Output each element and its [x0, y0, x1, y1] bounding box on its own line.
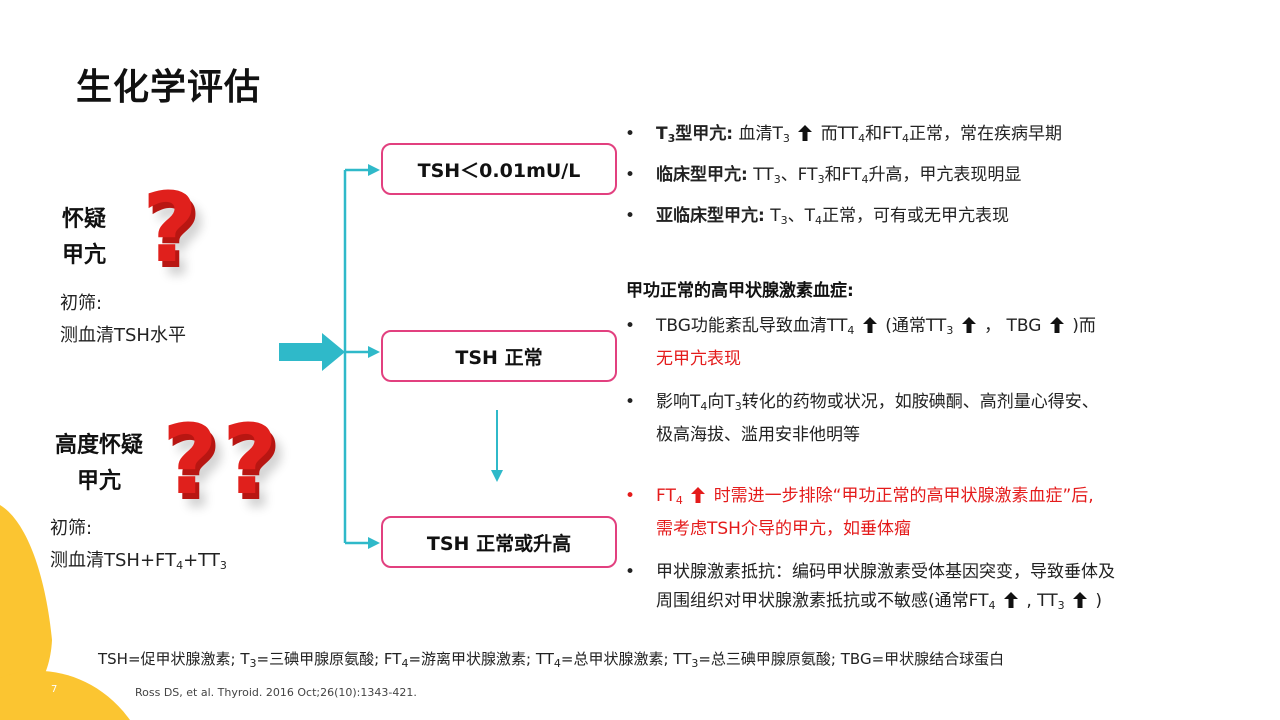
- arrow-up-icon: [862, 317, 877, 333]
- suspect-screening: 初筛: 测血清TSH水平: [60, 293, 186, 346]
- high-suspect-label: 高度怀疑 甲亢: [54, 433, 143, 494]
- list-item: 临床型甲亢: TT3、FT3和FT4升高，甲亢表现明显: [622, 157, 1062, 198]
- suspect-label: 怀疑 甲亢: [62, 207, 107, 268]
- list-item: FT4 时需进一步排除“甲功正常的高甲状腺激素血症”后, 需考虑TSH介导的甲亢…: [622, 482, 1115, 544]
- list-item: 亚临床型甲亢: T3、T4正常，可有或无甲亢表现: [622, 198, 1062, 239]
- arrow-up-icon: [798, 125, 813, 141]
- arrow-up-icon: [1049, 317, 1064, 333]
- high-suspect-screening: 初筛: 测血清TSH+FT4+TT3: [50, 518, 227, 572]
- tsh-normal-or-high-list: FT4 时需进一步排除“甲功正常的高甲状腺激素血症”后, 需考虑TSH介导的甲亢…: [622, 482, 1115, 620]
- list-item: T3型甲亢: 血清T3 而TT4和FT4正常，常在疾病早期: [622, 116, 1062, 157]
- section-heading: 甲功正常的高甲状腺激素血症:: [626, 281, 854, 301]
- page-title: 生化学评估: [76, 67, 262, 108]
- list-item: 影响T4向T3转化的药物或状况，如胺碘酮、高剂量心得安、 极高海拔、滥用安非他明…: [622, 388, 1099, 450]
- arrow-up-icon: [1003, 592, 1018, 608]
- list-item: 甲状腺激素抵抗：编码甲状腺激素受体基因突变，导致垂体及 周围组织对甲状腺激素抵抗…: [622, 558, 1115, 620]
- list-item: TBG功能紊乱导致血清TT4 (通常TT3 ， TBG )而 无甲亢表现: [622, 312, 1099, 374]
- page-number: 7: [51, 684, 58, 695]
- abbreviations-footnote: TSH=促甲状腺激素; T3=三碘甲腺原氨酸; FT4=游离甲状腺激素; TT4…: [98, 650, 1005, 670]
- arrow-up-icon: [961, 317, 976, 333]
- question-mark-icon: ?: [162, 404, 218, 516]
- question-mark-icon: ?: [222, 404, 278, 516]
- hyperthyroid-types-list: T3型甲亢: 血清T3 而TT4和FT4正常，常在疾病早期 临床型甲亢: TT3…: [622, 116, 1062, 239]
- question-mark-icon: ?: [142, 172, 198, 284]
- euthyroid-hyperthyroxinemia-list: TBG功能紊乱导致血清TT4 (通常TT3 ， TBG )而 无甲亢表现 影响T…: [622, 312, 1099, 450]
- arrow-up-icon: [691, 487, 706, 503]
- arrow-up-icon: [1073, 592, 1087, 608]
- tsh-normal-box: TSH 正常: [381, 330, 617, 382]
- reference-citation: Ross DS, et al. Thyroid. 2016 Oct;26(10)…: [135, 686, 417, 699]
- tsh-normal-or-high-box: TSH 正常或升高: [381, 516, 617, 568]
- arrow-right-icon: [279, 333, 345, 371]
- tsh-low-box: TSH＜0.01mU/L: [381, 143, 617, 195]
